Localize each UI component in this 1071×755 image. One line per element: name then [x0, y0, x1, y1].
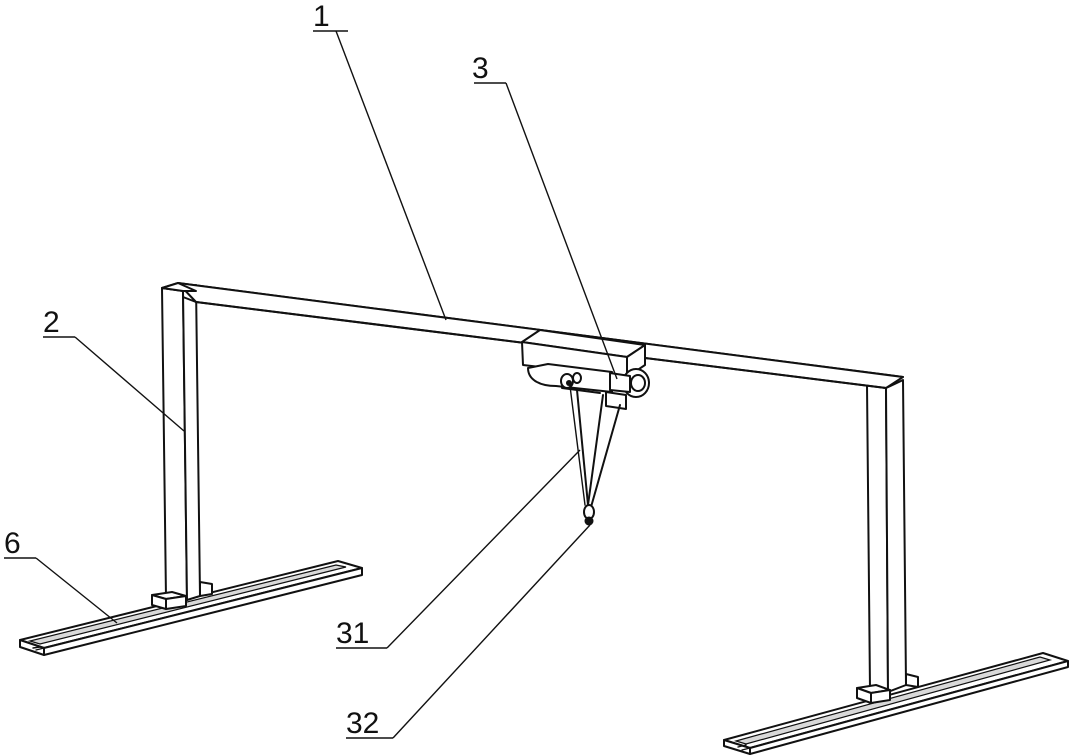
- label-31: 31: [336, 617, 369, 650]
- callout-31: 31: [336, 449, 581, 650]
- hook: [583, 504, 595, 526]
- label-32: 32: [346, 707, 379, 740]
- callout-1: 1: [313, 0, 447, 321]
- hoist-cable: [569, 385, 621, 508]
- hoist-trolley: [521, 329, 650, 410]
- callout-2: 2: [43, 306, 185, 432]
- left-rail: [19, 560, 363, 656]
- callout-3: 3: [472, 52, 618, 380]
- callout-32: 32: [346, 524, 591, 740]
- label-3: 3: [472, 52, 489, 85]
- right-column: [856, 379, 919, 704]
- right-rail: [723, 652, 1069, 755]
- callout-6: 6: [4, 527, 118, 624]
- label-2: 2: [43, 306, 60, 339]
- left-column: [151, 284, 213, 610]
- label-1: 1: [313, 0, 330, 33]
- label-6: 6: [4, 527, 21, 560]
